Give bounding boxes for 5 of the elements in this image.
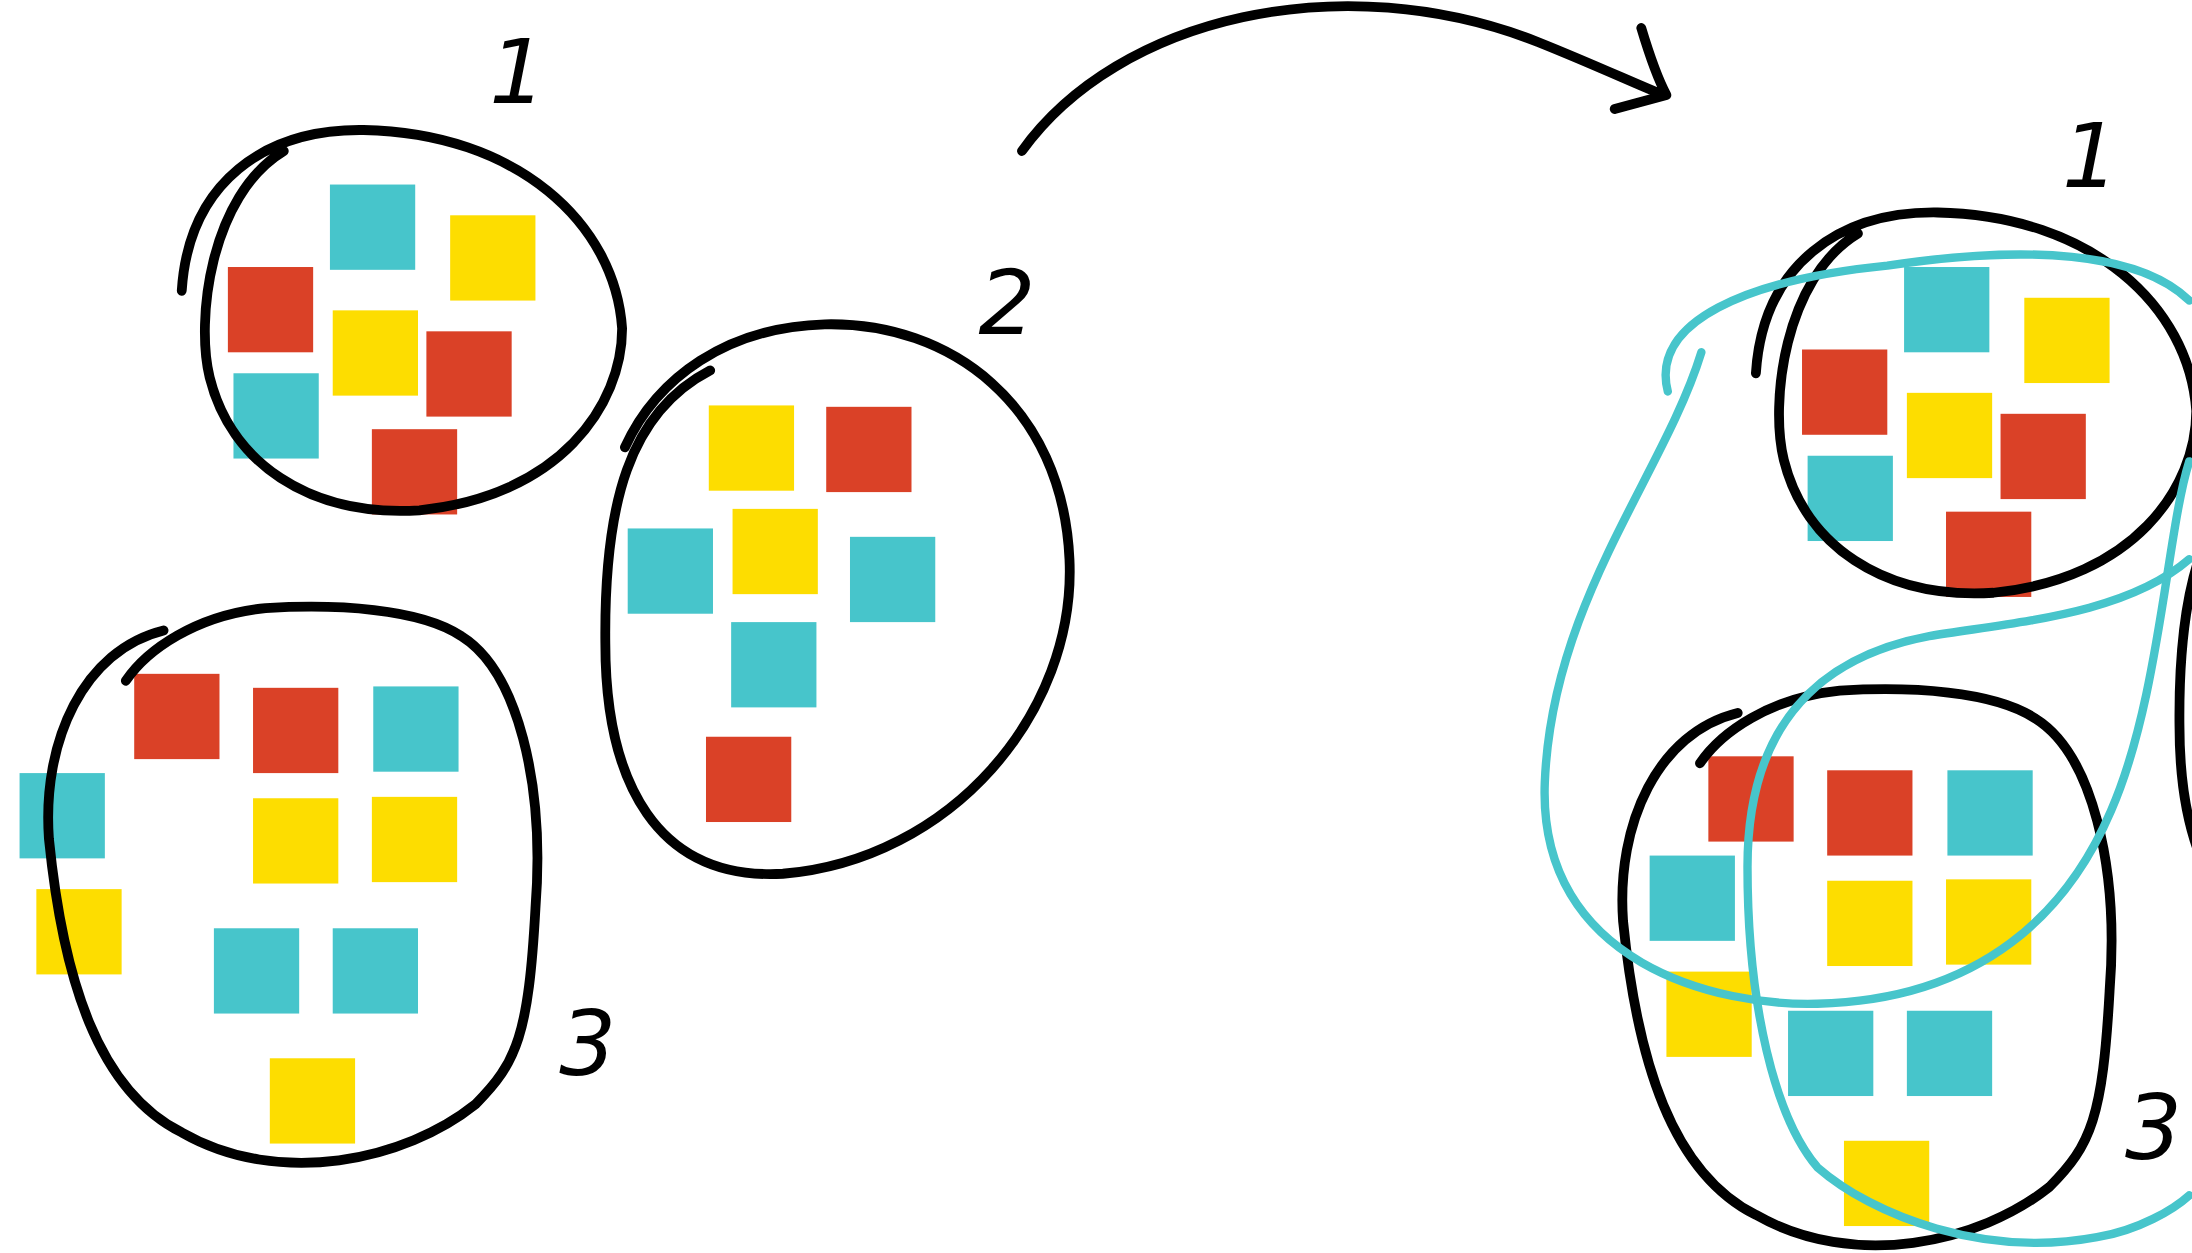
cluster-number: 1 bbox=[489, 27, 547, 118]
cluster-number: 3 bbox=[559, 999, 617, 1090]
cluster-number: 2 bbox=[978, 258, 1036, 349]
cluster-number: 3 bbox=[2124, 1083, 2182, 1173]
cluster-number: 1 bbox=[2062, 111, 2119, 202]
